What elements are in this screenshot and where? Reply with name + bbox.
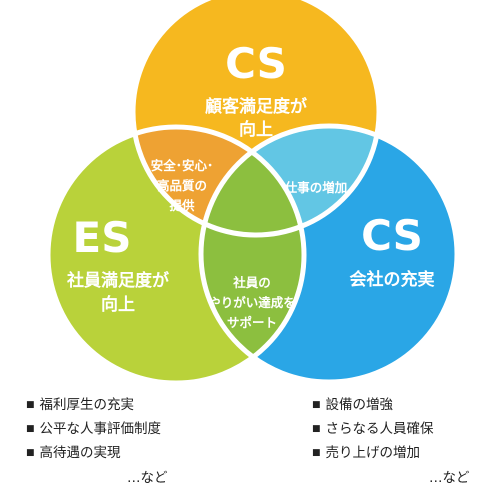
list-item: さらなる人員確保 xyxy=(312,418,434,442)
cs-list-etc: …など xyxy=(429,470,470,486)
list-item: 売り上げの増加 xyxy=(312,442,434,466)
es-title: ES xyxy=(73,213,132,262)
es-subtitle-line2: 向上 xyxy=(101,294,135,315)
cs-customer-subtitle-line2: 向上 xyxy=(239,119,273,140)
overlap-top-left-line1: 安全･安心･ xyxy=(151,158,214,173)
list-item: 設備の増強 xyxy=(312,394,434,418)
cs-company-title: CS xyxy=(361,211,423,260)
overlap-center-line1: 社員の xyxy=(232,275,271,290)
cs-benefit-list: 設備の増強 さらなる人員確保 売り上げの増加 xyxy=(312,394,434,466)
list-item: 福利厚生の充実 xyxy=(26,394,161,418)
overlap-top-right-text: 仕事の増加 xyxy=(284,180,348,195)
cs-company-subtitle: 会社の充実 xyxy=(350,269,435,290)
overlap-center-line2: やりがい達成を xyxy=(208,295,296,310)
es-list-etc: …など xyxy=(127,470,168,486)
overlap-top-left-line2: 高品質の xyxy=(157,178,207,193)
list-item: 公平な人事評価制度 xyxy=(26,418,162,442)
cs-customer-title: CS xyxy=(225,39,287,88)
es-benefit-list: 福利厚生の充実 公平な人事評価制度 高待遇の実現 xyxy=(26,394,162,466)
overlap-center xyxy=(201,127,304,382)
venn-diagram: CS 顧客満足度が 向上 ES 社員満足度が 向上 CS 会社の充実 安全･安心… xyxy=(48,0,457,383)
list-item: 高待遇の実現 xyxy=(26,442,161,466)
cs-customer-subtitle-line1: 顧客満足度が xyxy=(205,96,307,117)
overlap-center-line3: サポート xyxy=(227,315,277,330)
es-subtitle-line1: 社員満足度が xyxy=(66,270,169,291)
overlap-top-left-line3: 提供 xyxy=(169,198,195,213)
